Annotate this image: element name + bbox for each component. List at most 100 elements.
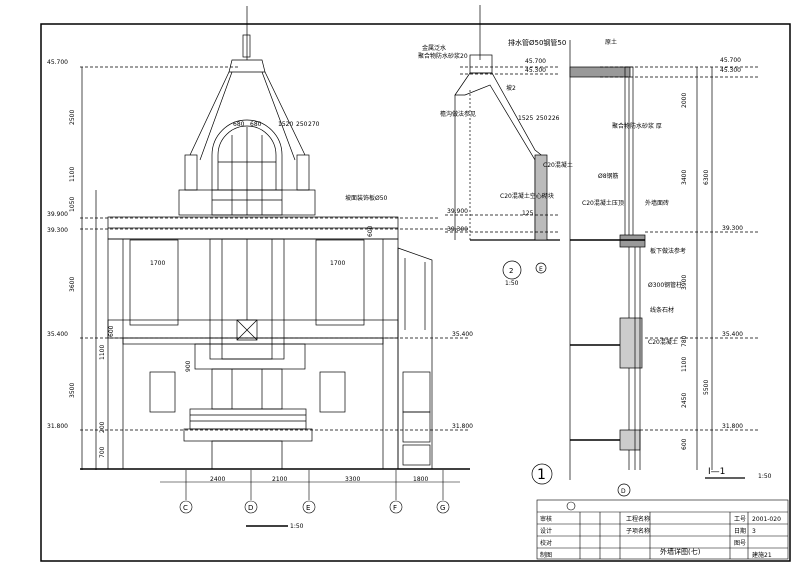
dim-1100b: 1100 xyxy=(99,345,106,360)
axis-e: E xyxy=(306,504,310,512)
level-39300: 39.300 xyxy=(47,227,68,234)
dim-270: 270 xyxy=(308,121,320,128)
level-35400: 35.400 xyxy=(47,331,68,338)
sec-level-39300: 39.300 xyxy=(447,226,468,233)
r-level-45300: 45.300 xyxy=(720,67,741,74)
left-vertical-dims: 2500 1100 1050 3600 1100 3500 200 700 60… xyxy=(69,110,374,458)
concrete-note: C20混凝土 xyxy=(543,161,573,169)
r-dim-2000: 2000 xyxy=(681,93,688,108)
stone-line-note: 线条石材 xyxy=(650,306,674,314)
slope-note: 坡2 xyxy=(506,84,516,92)
board-note: 板下做法参考 xyxy=(650,247,686,255)
axis-grid xyxy=(160,470,460,527)
r-dim-6300: 6300 xyxy=(703,170,710,185)
level-45700: 45.700 xyxy=(47,59,68,66)
sec-level-45300: 45.300 xyxy=(525,67,546,74)
elevation-top-dims: 680 680 1520 250 270 1700 1700 600 900 坡… xyxy=(108,121,388,372)
axis-labels: C D E F G 2400 2100 3300 1800 1:50 xyxy=(183,476,445,530)
waterproof-note: 聚合物防水砂浆20 xyxy=(418,52,468,60)
r-level-45700: 45.700 xyxy=(720,57,741,64)
sec-dim-1525: 1525 xyxy=(518,115,533,122)
r-dim-780: 780 xyxy=(681,335,688,347)
dim-2400: 2400 xyxy=(210,476,225,483)
tb-date: 2001-020 xyxy=(752,516,781,523)
dim-680b: 680 xyxy=(250,121,262,128)
dim-1700b: 1700 xyxy=(330,260,345,267)
dim-250: 250 xyxy=(296,121,308,128)
front-elevation xyxy=(80,6,470,470)
section-d-mark: D xyxy=(621,488,626,495)
dim-2100: 2100 xyxy=(272,476,287,483)
wall-labels: 45.700 45.300 39.300 35.400 31.800 2000 … xyxy=(537,38,772,495)
scale-1: 1:50 xyxy=(758,473,772,480)
left-levels: 45.700 39.900 39.300 35.400 31.800 35.40… xyxy=(47,59,473,430)
dim-700: 700 xyxy=(99,446,106,458)
sec-dim-125: 125 xyxy=(522,210,534,217)
axis-d: D xyxy=(248,504,253,512)
sheet-border xyxy=(40,23,791,562)
r-dim-600: 600 xyxy=(681,438,688,450)
sec-dim-226: 226 xyxy=(548,115,560,122)
eave-labels: 排水管Ø50钢管50 金属泛水 聚合物防水砂浆20 坡2 檐沟做法参见 45.7… xyxy=(418,38,573,287)
tb-drawing-name: 外墙详图(七) xyxy=(660,547,701,556)
block-note: C20混凝土空心砌块 xyxy=(500,192,554,200)
fill-note: 聚合物防水砂浆 厚 xyxy=(612,122,662,130)
cast-note: C20混凝土 xyxy=(648,338,678,346)
dim-1050: 1050 xyxy=(69,197,76,212)
r-dim-1100: 1100 xyxy=(681,357,688,372)
dim-900: 900 xyxy=(185,360,192,372)
dim-600b: 600 xyxy=(108,325,115,337)
tb-role4: 制图 xyxy=(540,551,552,559)
top-label: 原土 xyxy=(605,38,617,46)
r-dim-5500: 5500 xyxy=(703,380,710,395)
scale-2: 1:50 xyxy=(505,280,519,287)
tb-role2: 设计 xyxy=(540,527,552,535)
section-e-mark: E xyxy=(539,266,543,273)
sec-dim-250: 250 xyxy=(536,115,548,122)
title-block-text: 审核 设计 校对 制图 工程名称 子项名称 外墙详图(七) 工号 日期 图号 2… xyxy=(540,515,781,559)
section-2-mark: 2 xyxy=(509,267,513,275)
tb-project: 工程名称 xyxy=(626,515,650,523)
wall-section xyxy=(531,40,760,497)
sec-level-39900: 39.900 xyxy=(447,208,468,215)
axis-g: G xyxy=(440,504,445,512)
level-31800: 31.800 xyxy=(47,423,68,430)
tb-sub: 子项名称 xyxy=(626,527,650,535)
dim-600: 600 xyxy=(367,225,374,237)
tb-sheet: 3 xyxy=(752,528,756,535)
tb-drawing-no: 建施21 xyxy=(752,551,772,559)
r-level-39300: 39.300 xyxy=(722,225,743,232)
dim-1520: 1520 xyxy=(278,121,293,128)
r-level-35400: 35.400 xyxy=(722,331,743,338)
dim-1100: 1100 xyxy=(69,167,76,182)
tb-col2: 日期 xyxy=(734,527,746,535)
dim-1800: 1800 xyxy=(413,476,428,483)
dim-3500: 3500 xyxy=(69,383,76,398)
rebar-note: Ø8钢筋 xyxy=(598,172,619,180)
r-level-31800: 31.800 xyxy=(722,423,743,430)
flashing-note: 金属泛水 xyxy=(422,44,446,52)
dim-200: 200 xyxy=(99,421,106,433)
level-31800-right: 31.800 xyxy=(452,423,473,430)
gutter-note: 檐沟做法参见 xyxy=(440,110,476,118)
dim-2500: 2500 xyxy=(69,110,76,125)
tb-role3: 校对 xyxy=(540,539,552,547)
axis-f: F xyxy=(393,504,397,512)
plate-note: C20混凝土压顶 xyxy=(582,199,624,207)
level-35400-right: 35.400 xyxy=(452,331,473,338)
title-block xyxy=(536,499,789,560)
pipe-note: 排水管Ø50钢管50 xyxy=(508,38,566,47)
tb-col1: 工号 xyxy=(734,516,746,523)
scale-main: 1:50 xyxy=(290,523,304,530)
eave-section xyxy=(445,5,560,280)
r-dim-3400: 3400 xyxy=(681,170,688,185)
steel-pipe-note: Ø300钢管柱 xyxy=(648,281,682,289)
level-39900: 39.900 xyxy=(47,211,68,218)
tb-role1: 审核 xyxy=(540,515,552,523)
section-1-mark: 1 xyxy=(537,467,546,483)
sec-level-45700: 45.700 xyxy=(525,58,546,65)
tb-col3: 图号 xyxy=(734,540,746,547)
section-title: I—1 xyxy=(708,467,725,477)
dim-1700a: 1700 xyxy=(150,260,165,267)
